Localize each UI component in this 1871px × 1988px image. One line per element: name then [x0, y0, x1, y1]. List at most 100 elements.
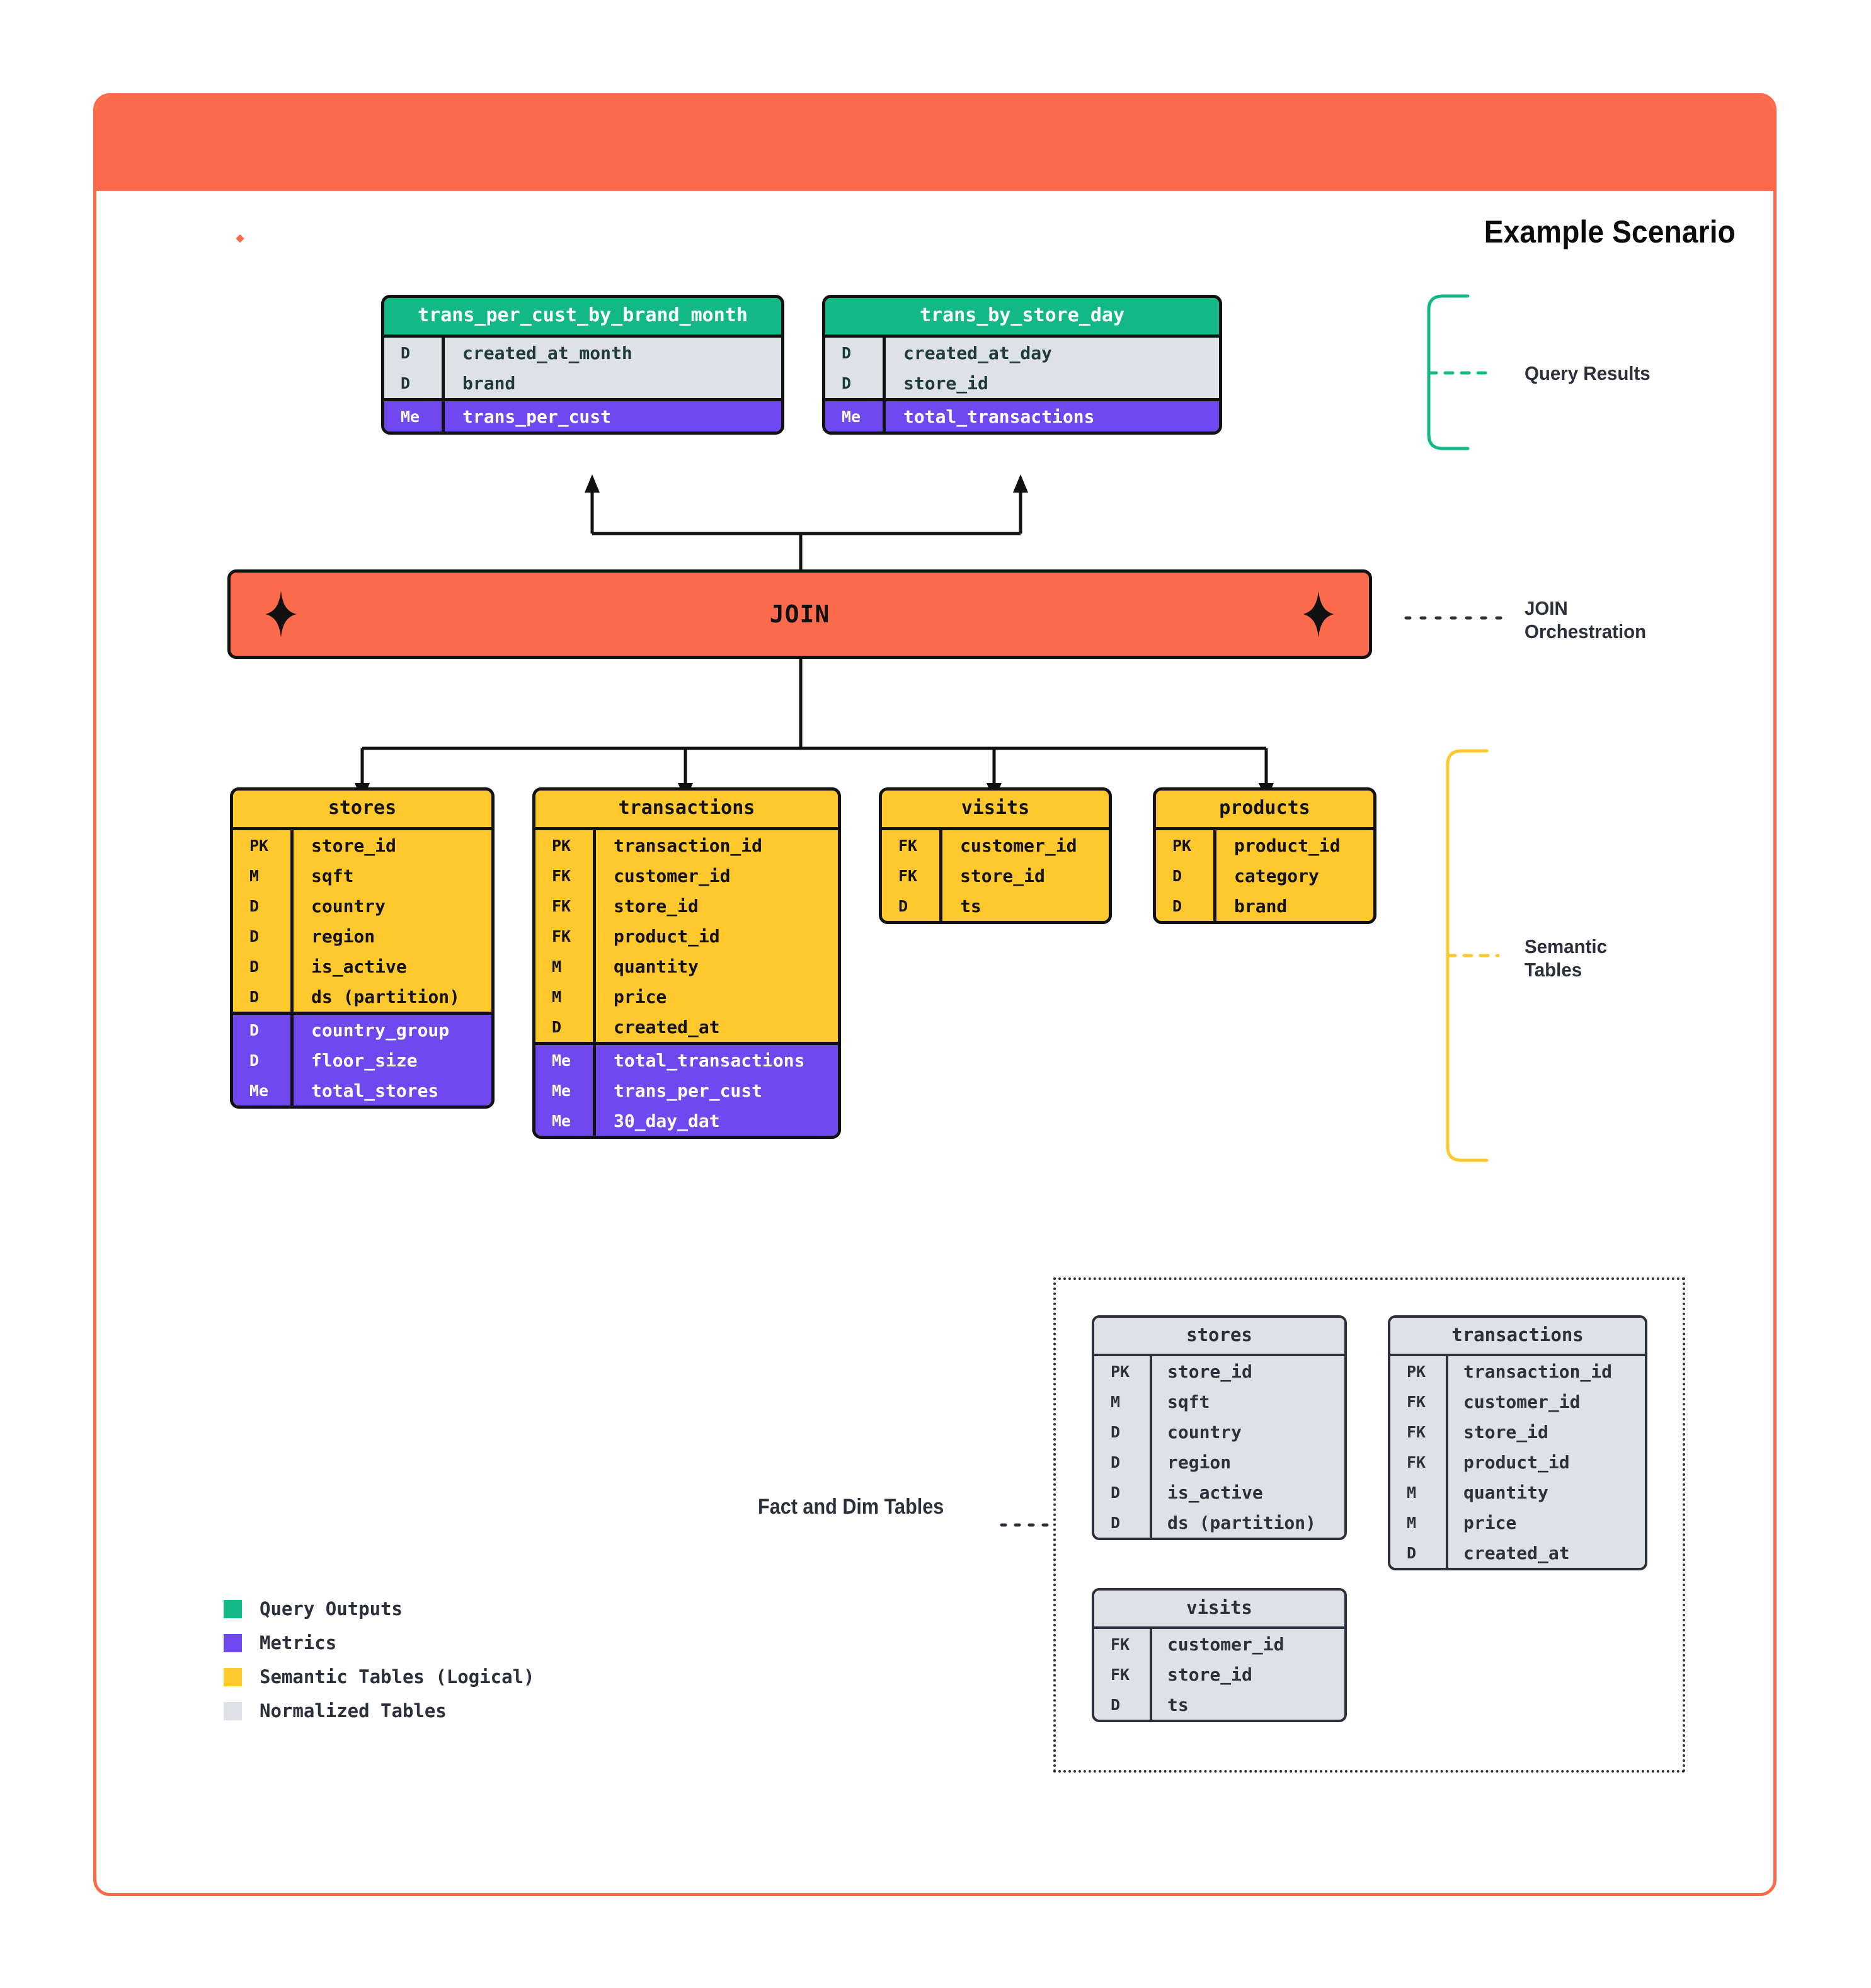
column-key: FK	[898, 866, 918, 885]
column-field: product_id	[1463, 1451, 1570, 1473]
column-field: transaction_id	[1463, 1361, 1613, 1382]
column-key: M	[1407, 1513, 1417, 1532]
metric-section: Me total_transactions	[825, 398, 1219, 431]
column-key: D	[249, 927, 260, 945]
column-field: store_id	[614, 895, 699, 917]
column-field: 30_day_dat	[614, 1110, 720, 1131]
table-row: D created_at_month	[384, 338, 781, 368]
table-row: D created_at_day	[825, 338, 1219, 368]
legend-swatch-query-outputs	[224, 1599, 242, 1618]
column-field: brand	[1234, 895, 1288, 917]
column-key: Me	[401, 407, 420, 426]
annotation-join-orchestration: JOIN Orchestration	[1525, 597, 1646, 643]
table-row: FK product_id	[1390, 1447, 1645, 1477]
column-key: M	[552, 957, 562, 976]
page-title: Example Scenario	[1484, 214, 1736, 249]
table-row: D brand	[384, 368, 781, 398]
column-field: store_id	[1167, 1361, 1252, 1382]
legend-item: Query Outputs	[224, 1592, 535, 1626]
column-field: brand	[462, 372, 516, 394]
table-row: FK store_id	[1390, 1417, 1645, 1447]
table-title: transactions	[1390, 1318, 1645, 1354]
column-field: floor_size	[311, 1049, 418, 1071]
legend-swatch-semantic-tables	[224, 1667, 242, 1686]
column-field: ts	[1167, 1694, 1189, 1715]
column-key: Me	[552, 1081, 571, 1100]
sparkle-diamond-icon	[1303, 591, 1334, 637]
column-key: FK	[1407, 1453, 1426, 1471]
column-field: quantity	[614, 956, 699, 977]
column-field: total_stores	[311, 1080, 439, 1101]
column-field: ts	[960, 895, 981, 917]
join-orchestration-bar[interactable]: JOIN	[227, 569, 1372, 659]
column-key: FK	[1407, 1422, 1426, 1441]
table-title: visits	[1094, 1591, 1344, 1626]
column-key: D	[1407, 1543, 1417, 1562]
column-field: region	[311, 925, 375, 947]
dimension-section: D created_at_month D brand	[384, 334, 781, 398]
column-key: PK	[1172, 836, 1192, 855]
table-row: FK store_id	[535, 891, 838, 921]
column-key: D	[842, 374, 852, 392]
column-field: quantity	[1463, 1482, 1548, 1503]
column-key: PK	[249, 836, 269, 855]
legend-swatch-metrics	[224, 1633, 242, 1652]
column-field: store_id	[1463, 1421, 1548, 1442]
column-key: FK	[1111, 1665, 1130, 1684]
annotation-query-results: Query Results	[1525, 362, 1651, 384]
column-field: customer_id	[614, 865, 731, 886]
column-key: D	[249, 896, 260, 915]
column-key: FK	[898, 836, 918, 855]
annotation-line-2: Tables	[1525, 958, 1582, 981]
column-key: M	[1407, 1483, 1417, 1502]
column-key: D	[249, 987, 260, 1006]
column-key: D	[1111, 1513, 1121, 1532]
column-key: FK	[552, 896, 571, 915]
query-result-table-trans-per-cust-by-brand-month[interactable]: trans_per_cust_by_brand_month D created_…	[381, 295, 784, 435]
legend-label: Metrics	[260, 1632, 337, 1654]
column-key: D	[249, 1020, 260, 1039]
table-title: stores	[1094, 1318, 1344, 1354]
legend-label: Query Outputs	[260, 1598, 403, 1620]
column-key: D	[249, 1051, 260, 1070]
table-row: Me trans_per_cust	[384, 401, 781, 431]
table-title: transactions	[535, 791, 838, 827]
table-title: trans_by_store_day	[825, 298, 1219, 334]
column-key: M	[249, 866, 260, 885]
query-result-table-trans-by-store-day[interactable]: trans_by_store_day D created_at_day D st…	[822, 295, 1222, 435]
column-key: D	[552, 1017, 562, 1036]
column-key: D	[898, 896, 908, 915]
column-key: FK	[1407, 1392, 1426, 1411]
annotation-fact-and-dim-tables: Fact and Dim Tables	[758, 1495, 944, 1519]
